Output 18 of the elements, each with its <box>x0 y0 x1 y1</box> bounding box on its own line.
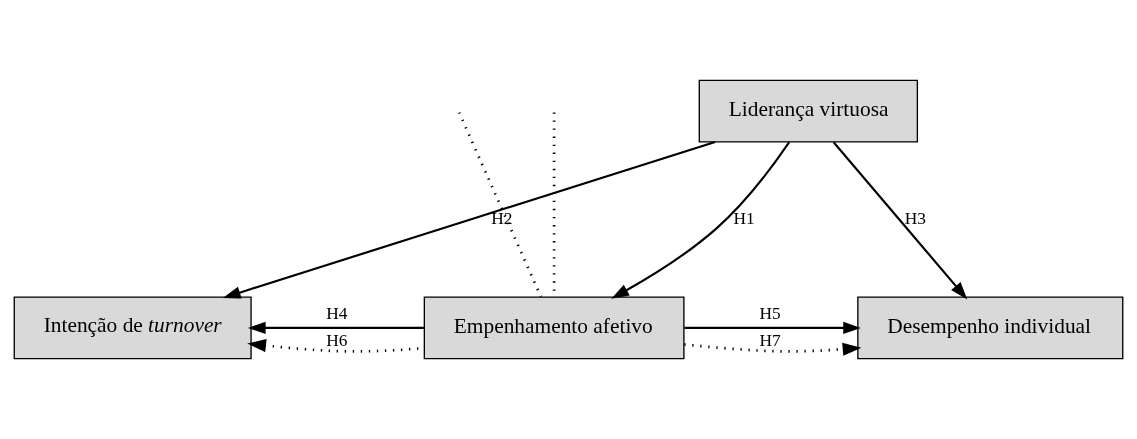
edge-label: H1 <box>733 209 755 229</box>
edge-label: H5 <box>759 304 781 324</box>
node-box: Liderança virtuosa <box>698 79 919 143</box>
arrow <box>247 321 425 335</box>
edge-label: H6 <box>326 330 348 350</box>
node-box: Desempenho individual <box>857 296 1124 360</box>
node-box: Intenção de turnover <box>13 296 252 360</box>
arrow <box>684 321 861 335</box>
node-box: Empenhamento afetivo <box>423 296 685 360</box>
edge-label: H3 <box>904 209 926 229</box>
edge-label: H4 <box>326 304 348 324</box>
arrow <box>222 141 716 299</box>
arrow <box>832 141 968 300</box>
edge-label: H7 <box>759 330 781 350</box>
connector <box>457 112 543 298</box>
arrow <box>684 342 862 356</box>
arrow <box>611 141 791 299</box>
edge-label: H2 <box>491 209 513 229</box>
